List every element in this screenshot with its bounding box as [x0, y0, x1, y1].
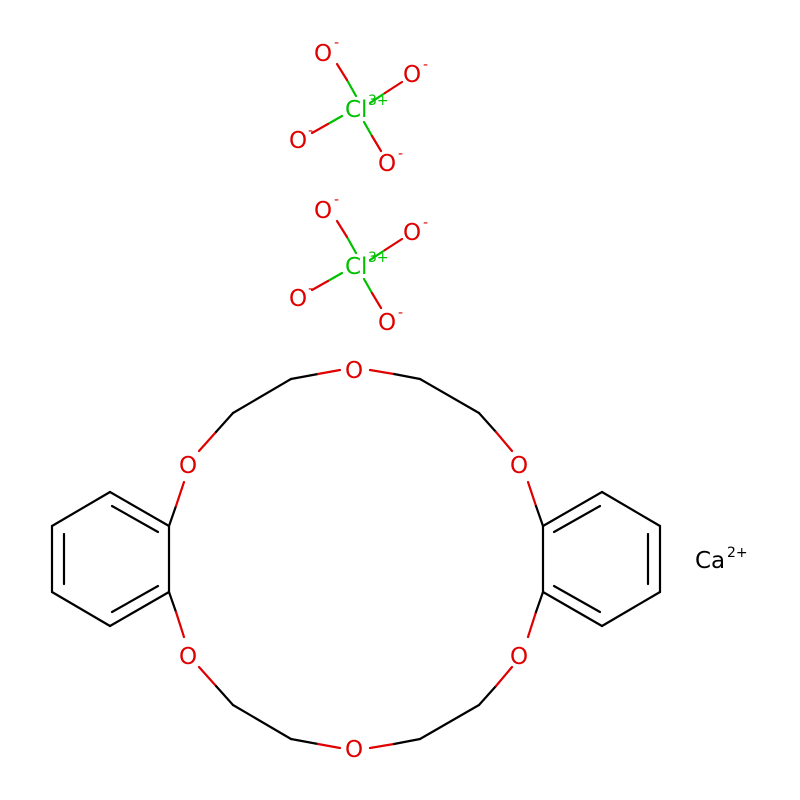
chain-bond-c4: [392, 372, 422, 381]
ether-oxygen-right-bottom: O: [510, 644, 528, 670]
ether-oxygen-top: O: [345, 358, 363, 384]
perchlorate-ion-1: Cl 3+ O - O - O - O -: [289, 35, 428, 177]
chlorine-charge-2: 3+: [368, 250, 389, 266]
ring-right-double-3: [552, 584, 602, 614]
chain-bond-c-ring-left-bottom: [167, 590, 178, 614]
bond-cl2-o-right: [368, 248, 387, 262]
chain-bond-c10: [392, 737, 422, 746]
chain-bond-o-left-top-b: [197, 430, 218, 453]
upper-ether-chain: [167, 368, 545, 528]
ether-oxygen-left-bottom: O: [179, 644, 197, 670]
bond-cl2-o-bottom: [362, 277, 374, 295]
ring-right-double-1: [552, 504, 602, 534]
oxygen-atom-1d: O: [378, 151, 396, 177]
ring-right-bond-5: [541, 590, 604, 628]
chain-bond-c5: [418, 377, 481, 415]
bond-cl2-o-right-o: [383, 237, 404, 252]
ring-left-bond-6: [50, 490, 112, 528]
chain-bond-o-bottom-b: [368, 742, 396, 750]
bond-cl1-o-right-o: [383, 80, 404, 95]
bond-cl1-o-bottom: [362, 120, 374, 138]
chain-bond-o-left-top-a: [174, 480, 186, 508]
ether-oxygen-left-top: O: [179, 453, 197, 479]
ring-right-bond-4: [600, 590, 662, 628]
oxygen-charge-2b: -: [423, 215, 428, 231]
chain-bond-c8: [231, 703, 293, 741]
ring-left-bond-4: [50, 590, 112, 628]
chain-bond-o-bottom-a: [316, 742, 342, 750]
chain-bond-o-top-b: [368, 368, 396, 376]
calcium-charge: 2+: [727, 545, 748, 561]
chain-bond-o-right-top-a: [494, 430, 514, 453]
right-benzene-ring: [541, 490, 662, 628]
chain-bond-o-right-bottom-b: [526, 610, 538, 639]
dibenzo-crown-ether: O O O O O O: [50, 358, 662, 763]
bond-cl1-o-top-o: [335, 62, 349, 82]
chain-bond-c11: [418, 703, 481, 741]
oxygen-charge-2a: -: [334, 192, 339, 208]
chain-bond-o-left-bottom-b: [197, 665, 218, 688]
ring-left-bond-3: [108, 590, 171, 628]
chain-bond-o-left-bottom-a: [174, 610, 186, 639]
oxygen-atom-2b: O: [403, 220, 421, 246]
chain-bond-o-top-a: [316, 368, 342, 376]
left-benzene-ring: [50, 490, 171, 628]
bond-cl1-o-right: [368, 91, 387, 105]
ring-right-bond-1: [541, 490, 604, 528]
bond-cl2-o-left: [326, 271, 344, 283]
chain-bond-c6: [477, 411, 498, 434]
oxygen-atom-1a: O: [314, 41, 332, 67]
bond-cl1-o-left: [326, 114, 344, 126]
bond-cl2-o-bottom-o: [370, 291, 383, 310]
bond-cl2-o-top: [345, 235, 358, 255]
ring-left-double-1: [110, 504, 160, 534]
bond-cl2-o-top-o: [335, 219, 349, 239]
perchlorate-ion-2: Cl 3+ O - O - O - O -: [289, 192, 428, 336]
chain-bond-c12: [477, 684, 498, 707]
ether-oxygen-right-top: O: [510, 453, 528, 479]
chain-bond-c7: [214, 684, 235, 707]
chain-bond-c2: [231, 377, 293, 415]
oxygen-atom-2d: O: [378, 310, 396, 336]
chlorine-atom-1: Cl: [345, 97, 367, 123]
bond-cl1-o-left-o: [310, 122, 330, 135]
oxygen-charge-2c: -: [308, 281, 313, 297]
calcium-ion: Ca 2+: [695, 545, 748, 574]
chain-bond-o-right-top-b: [526, 480, 538, 508]
bond-cl1-o-top: [345, 78, 358, 98]
ring-right-bond-2: [600, 490, 662, 528]
chain-bond-c-ring-right-bottom: [534, 590, 545, 614]
bond-cl1-o-bottom-o: [370, 134, 383, 153]
chlorine-atom-2: Cl: [345, 254, 367, 280]
oxygen-atom-1b: O: [403, 62, 421, 88]
oxygen-charge-1c: -: [308, 123, 313, 139]
bond-cl2-o-left-o: [310, 279, 330, 292]
ring-left-bond-1: [108, 490, 171, 528]
ring-left-double-2: [110, 584, 160, 614]
lower-ether-chain: [167, 590, 545, 750]
chain-bond-c3: [289, 372, 320, 381]
chlorine-charge-1: 3+: [368, 93, 389, 109]
chain-bond-c-ring-right-top: [534, 504, 545, 528]
chain-bond-c9: [289, 737, 320, 746]
chain-bond-o-right-bottom-a: [494, 665, 514, 688]
oxygen-atom-1c: O: [289, 128, 307, 154]
oxygen-charge-1b: -: [423, 57, 428, 73]
oxygen-charge-1d: -: [398, 146, 403, 162]
calcium-atom: Ca: [695, 548, 725, 574]
chain-bond-c-ring-left-top: [167, 504, 178, 528]
chain-bond-c1: [214, 411, 235, 434]
oxygen-atom-2c: O: [289, 286, 307, 312]
oxygen-charge-2d: -: [398, 305, 403, 321]
ether-oxygen-bottom: O: [345, 737, 363, 763]
oxygen-charge-1a: -: [334, 35, 339, 51]
oxygen-atom-2a: O: [314, 198, 332, 224]
